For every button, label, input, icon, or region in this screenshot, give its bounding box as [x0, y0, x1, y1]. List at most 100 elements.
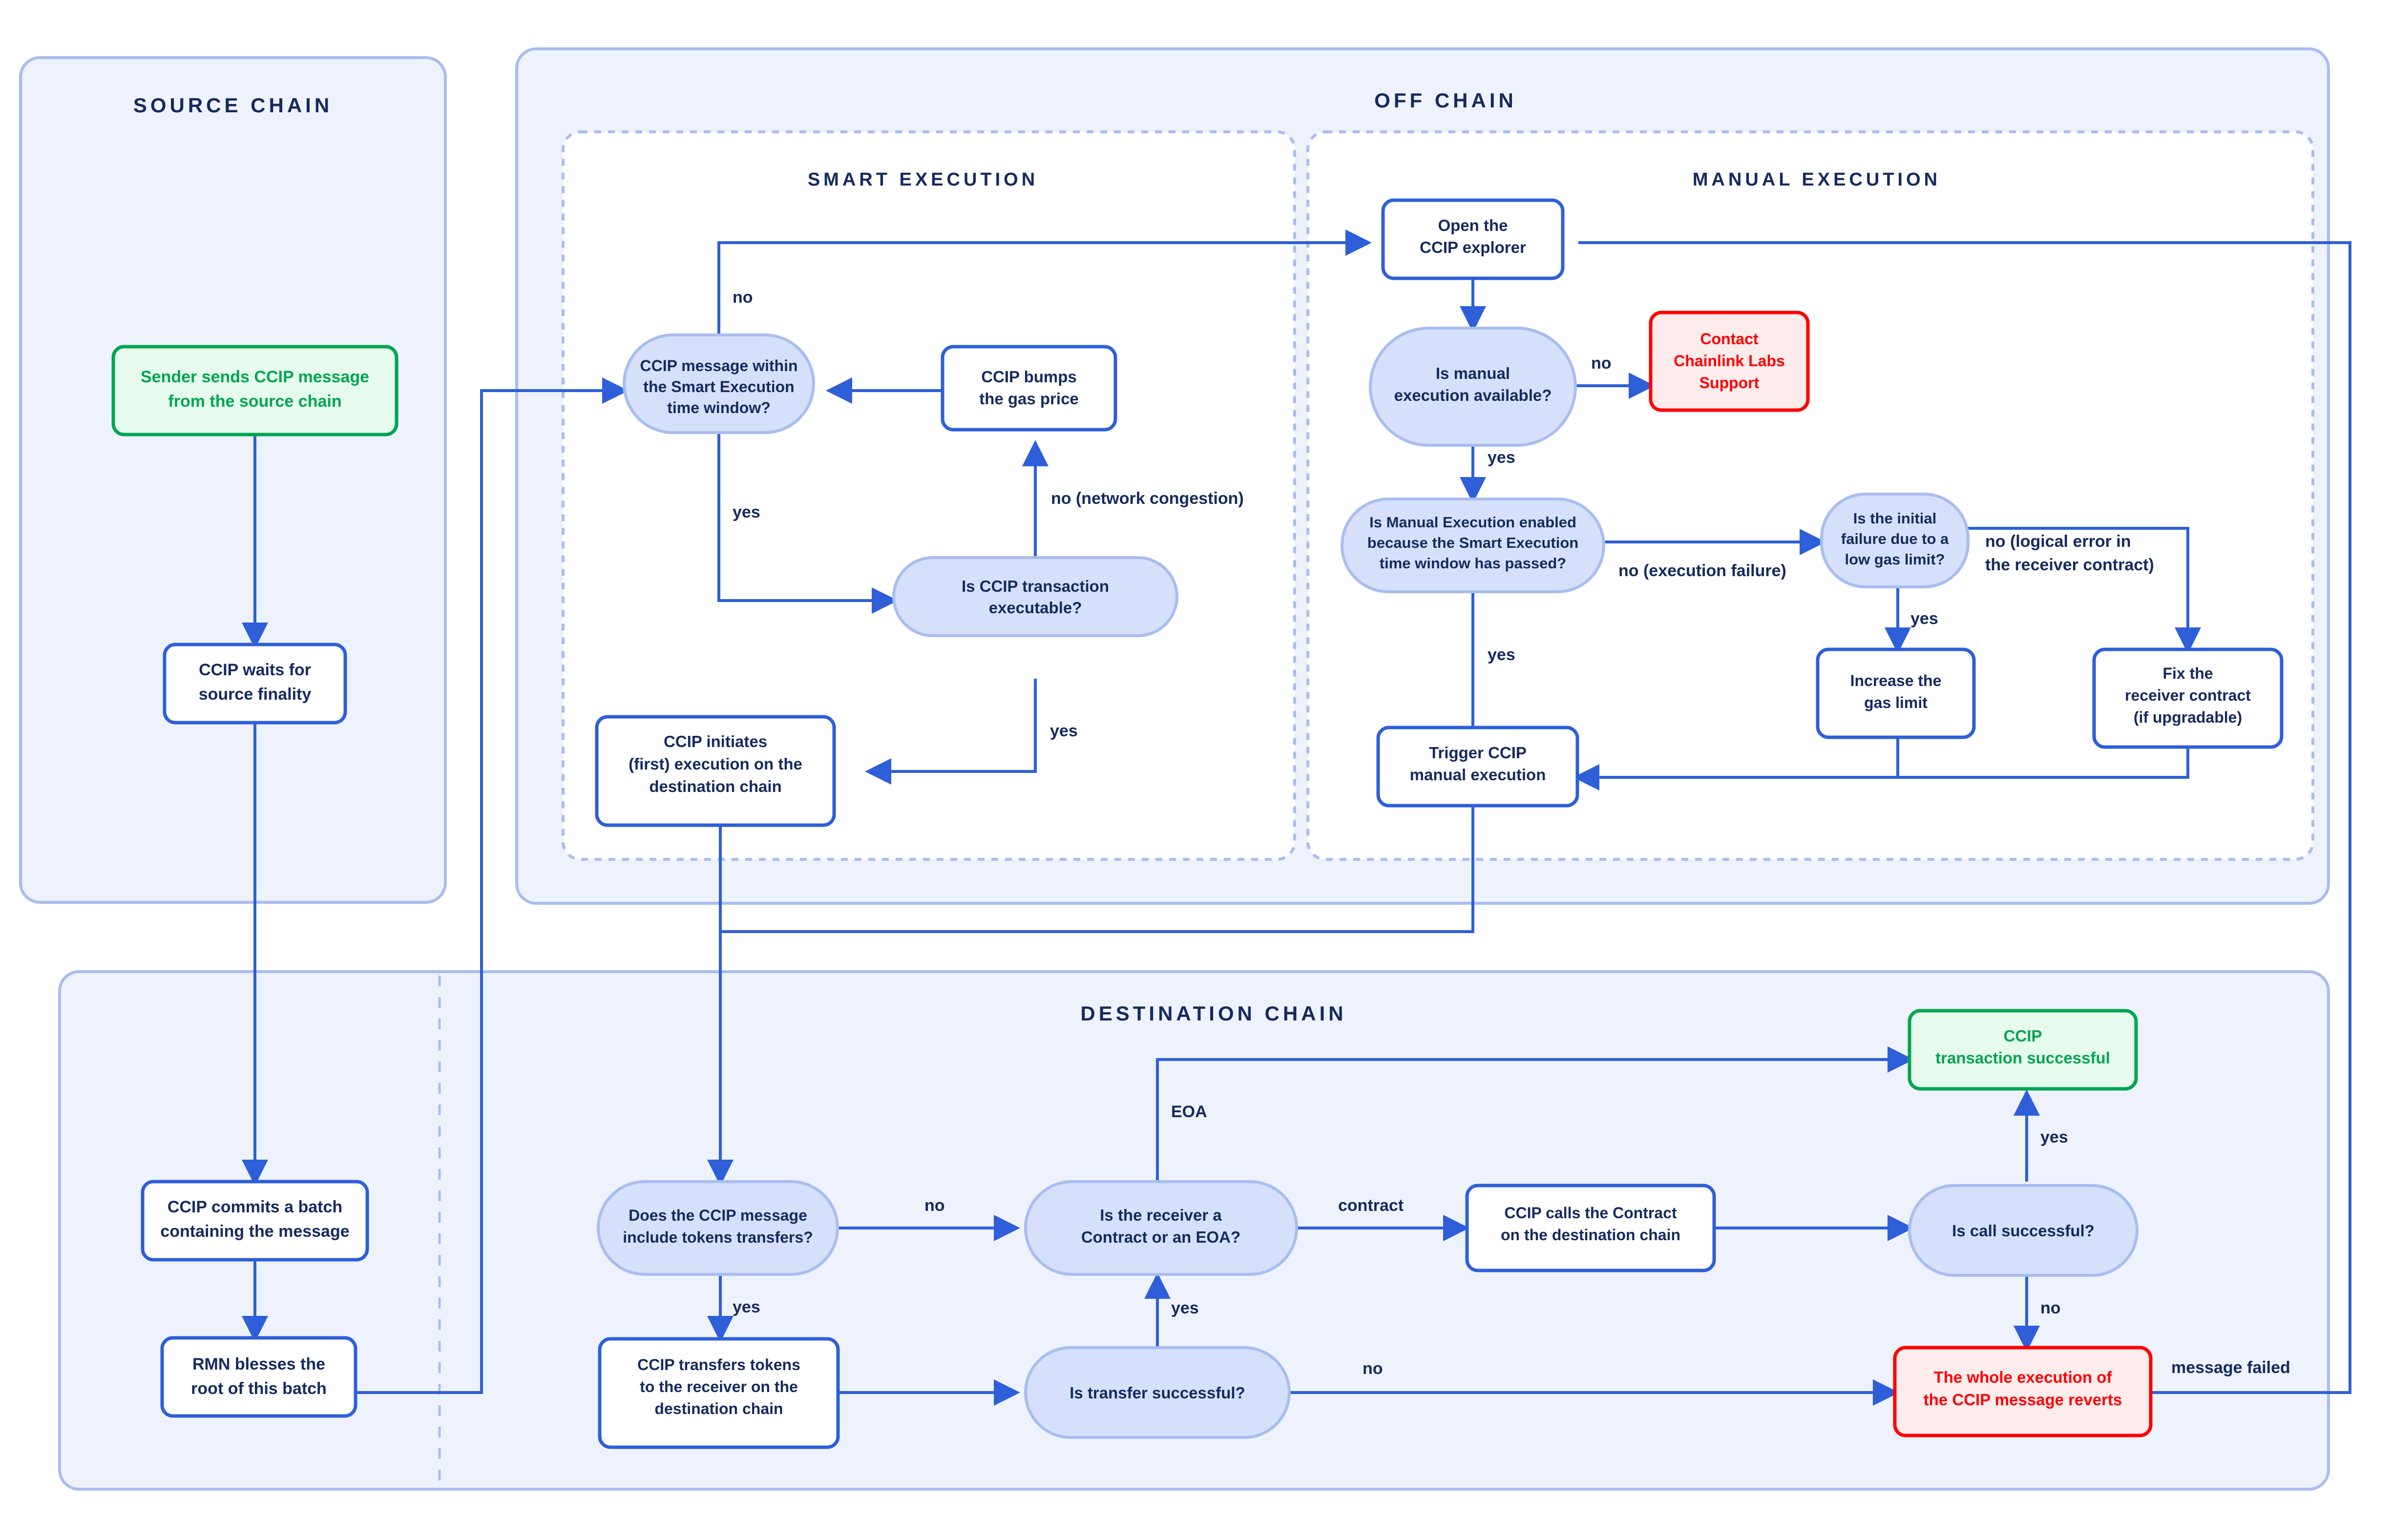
node-label: Is the initial — [1853, 510, 1937, 527]
node-label: CCIP waits for — [199, 661, 311, 679]
node-label: Is transfer successful? — [1070, 1384, 1245, 1402]
node-includes-tokens[interactable]: Does the CCIP message include tokens tra… — [597, 1180, 839, 1276]
node-label: CCIP — [2004, 1027, 2042, 1045]
node-label: destination chain — [649, 777, 781, 795]
node-label: Support — [1699, 374, 1760, 392]
node-label: root of this batch — [191, 1379, 327, 1398]
node-label: manual execution — [1410, 766, 1546, 784]
node-label: low gas limit? — [1845, 551, 1945, 568]
node-label: Open the — [1438, 216, 1508, 234]
edge-label-no-exec-failure: no (execution failure) — [1618, 562, 1786, 580]
node-trigger-manual[interactable]: Trigger CCIP manual execution — [1376, 726, 1579, 808]
node-tx-successful[interactable]: CCIP transaction successful — [1908, 1009, 2138, 1091]
edge-label-eoa: EOA — [1171, 1103, 1207, 1121]
edge-label-contract: contract — [1338, 1196, 1404, 1215]
node-sender-sends[interactable]: Sender sends CCIP message from the sourc… — [111, 345, 398, 437]
edge-label-yes-manual-enabled: yes — [1488, 645, 1515, 664]
edge-within-window-yes — [717, 433, 898, 614]
node-label: the gas price — [979, 390, 1079, 408]
node-label: to the receiver on the — [640, 1378, 798, 1395]
node-label: Is Manual Execution enabled — [1369, 514, 1576, 531]
node-open-explorer[interactable]: Open the CCIP explorer — [1381, 198, 1565, 280]
node-label: Contact — [1700, 330, 1758, 348]
edge-label-yes-tokens: yes — [733, 1298, 760, 1316]
node-bumps-gas[interactable]: CCIP bumps the gas price — [941, 345, 1117, 432]
node-transfers-tokens[interactable]: CCIP transfers tokens to the receiver on… — [598, 1337, 840, 1449]
node-label: on the destination chain — [1501, 1226, 1680, 1244]
edge-label-no-window: no — [733, 288, 753, 307]
edge-label-yes-window: yes — [733, 503, 760, 521]
panel-manual-execution — [1306, 130, 2314, 861]
node-label: CCIP message within — [640, 357, 797, 375]
edge-label-no-manual: no — [1591, 354, 1612, 373]
node-label: Is manual — [1436, 364, 1510, 382]
node-label: source finality — [199, 685, 312, 704]
panel-source-chain — [19, 56, 447, 904]
node-label: the Smart Execution — [643, 378, 794, 395]
node-label: Does the CCIP message — [629, 1207, 807, 1224]
node-manual-enabled[interactable]: Is Manual Execution enabled because the … — [1341, 498, 1605, 593]
node-rmn-blesses[interactable]: RMN blesses the root of this batch — [160, 1336, 357, 1418]
node-label: failure due to a — [1841, 530, 1949, 547]
node-label: Contract or an EOA? — [1081, 1228, 1240, 1246]
edge-fix-receiver-to-trigger — [1898, 747, 2189, 779]
node-transfer-successful[interactable]: Is transfer successful? — [1024, 1346, 1291, 1439]
node-label: gas limit — [1864, 694, 1928, 711]
node-label: Is the receiver a — [1100, 1206, 1222, 1224]
edge-label-message-failed: message failed — [2171, 1358, 2290, 1377]
node-label: The whole execution of — [1934, 1368, 2113, 1386]
panel-title-off-chain: OFF CHAIN — [1374, 89, 1517, 112]
node-calls-contract[interactable]: CCIP calls the Contract on the destinati… — [1465, 1184, 1716, 1272]
node-label: the CCIP message reverts — [1924, 1391, 2122, 1409]
node-commits-batch[interactable]: CCIP commits a batch containing the mess… — [141, 1180, 369, 1262]
edge-label-yes-transfer: yes — [1171, 1299, 1199, 1317]
edge-label-yes-manual: yes — [1488, 448, 1515, 467]
panel-title-smart-execution: SMART EXECUTION — [808, 169, 1038, 190]
edge-receiver-eoa — [1156, 1046, 1914, 1182]
edge-label-no-logical-error-l2: the receiver contract) — [1985, 556, 2154, 574]
node-waits-finality[interactable]: CCIP waits for source finality — [163, 643, 347, 725]
node-label: containing the message — [160, 1222, 349, 1241]
node-label: include tokens transfers? — [623, 1228, 813, 1246]
node-label: (if upgradable) — [2134, 708, 2242, 726]
node-label: Is CCIP transaction — [962, 577, 1109, 595]
node-fix-receiver[interactable]: Fix the receiver contract (if upgradable… — [2092, 647, 2284, 749]
node-call-successful[interactable]: Is call successful? — [1908, 1184, 2139, 1277]
node-label: CCIP bumps — [981, 368, 1077, 386]
edge-label-yes-call: yes — [2040, 1128, 2068, 1146]
edge-low-gas-no — [1968, 527, 2201, 654]
node-label: transaction successful — [1935, 1049, 2110, 1067]
node-label: executable? — [989, 599, 1082, 617]
edge-label-yes-executable: yes — [1050, 722, 1078, 740]
node-label: time window? — [667, 399, 771, 416]
panel-title-manual-execution: MANUAL EXECUTION — [1693, 169, 1941, 190]
node-low-gas-limit[interactable]: Is the initial failure due to a low gas … — [1820, 493, 1970, 588]
node-label: Fix the — [2162, 665, 2213, 682]
node-label: time window has passed? — [1380, 555, 1566, 572]
node-contact-support[interactable]: Contact Chainlink Labs Support — [1649, 311, 1810, 412]
node-label: receiver contract — [2125, 687, 2251, 704]
node-receiver-kind[interactable]: Is the receiver a Contract or an EOA? — [1024, 1180, 1298, 1276]
node-manual-available[interactable]: Is manual execution available? — [1369, 327, 1577, 447]
edge-label-no-congestion: no (network congestion) — [1051, 489, 1244, 508]
panel-title-destination-chain: DESTINATION CHAIN — [1080, 1002, 1346, 1025]
edge-executable-yes — [865, 679, 1037, 785]
edge-label-no-logical-error-l1: no (logical error in — [1985, 532, 2131, 551]
panel-title-source-chain: SOURCE CHAIN — [133, 94, 333, 117]
edge-label-no-tokens: no — [924, 1196, 945, 1215]
edge-label-no-transfer: no — [1363, 1359, 1383, 1378]
node-increase-gas[interactable]: Increase the gas limit — [1816, 647, 1976, 739]
node-is-executable[interactable]: Is CCIP transaction executable? — [892, 556, 1178, 637]
node-label: CCIP initiates — [664, 732, 767, 750]
node-label: Increase the — [1850, 672, 1942, 689]
node-label: execution available? — [1394, 386, 1552, 404]
node-label: Trigger CCIP — [1429, 744, 1527, 762]
node-reverts[interactable]: The whole execution of the CCIP message … — [1893, 1346, 2153, 1437]
edge-rmn-to-within-window — [356, 377, 629, 1394]
node-label: CCIP commits a batch — [168, 1198, 342, 1216]
node-label: CCIP transfers tokens — [637, 1356, 800, 1374]
node-initiates-execution[interactable]: CCIP initiates (first) execution on the … — [595, 715, 836, 827]
node-within-window[interactable]: CCIP message within the Smart Execution … — [623, 333, 815, 434]
panel-smart-execution — [562, 130, 1296, 861]
